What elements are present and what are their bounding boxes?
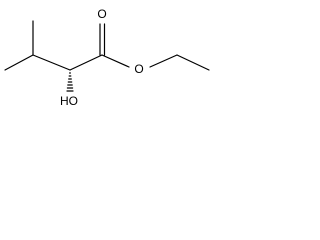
bond-ester-oxygen-ch2 [149, 54, 178, 68]
bond-ch2-ch3 [176, 54, 210, 71]
chemical-structure: O O HO [4, 7, 210, 108]
bond-carbonyl-ester-oxygen [101, 54, 130, 68]
ester-oxygen-label: O [134, 62, 143, 76]
hydroxyl-label: HO [60, 94, 78, 108]
bond-isopropyl-chiral [32, 54, 71, 71]
carbonyl-oxygen-label: O [97, 7, 106, 21]
bond-methyl-left [4, 54, 34, 71]
bond-chiral-carbonyl [69, 54, 103, 71]
hashed-wedge-bond [66, 72, 74, 92]
